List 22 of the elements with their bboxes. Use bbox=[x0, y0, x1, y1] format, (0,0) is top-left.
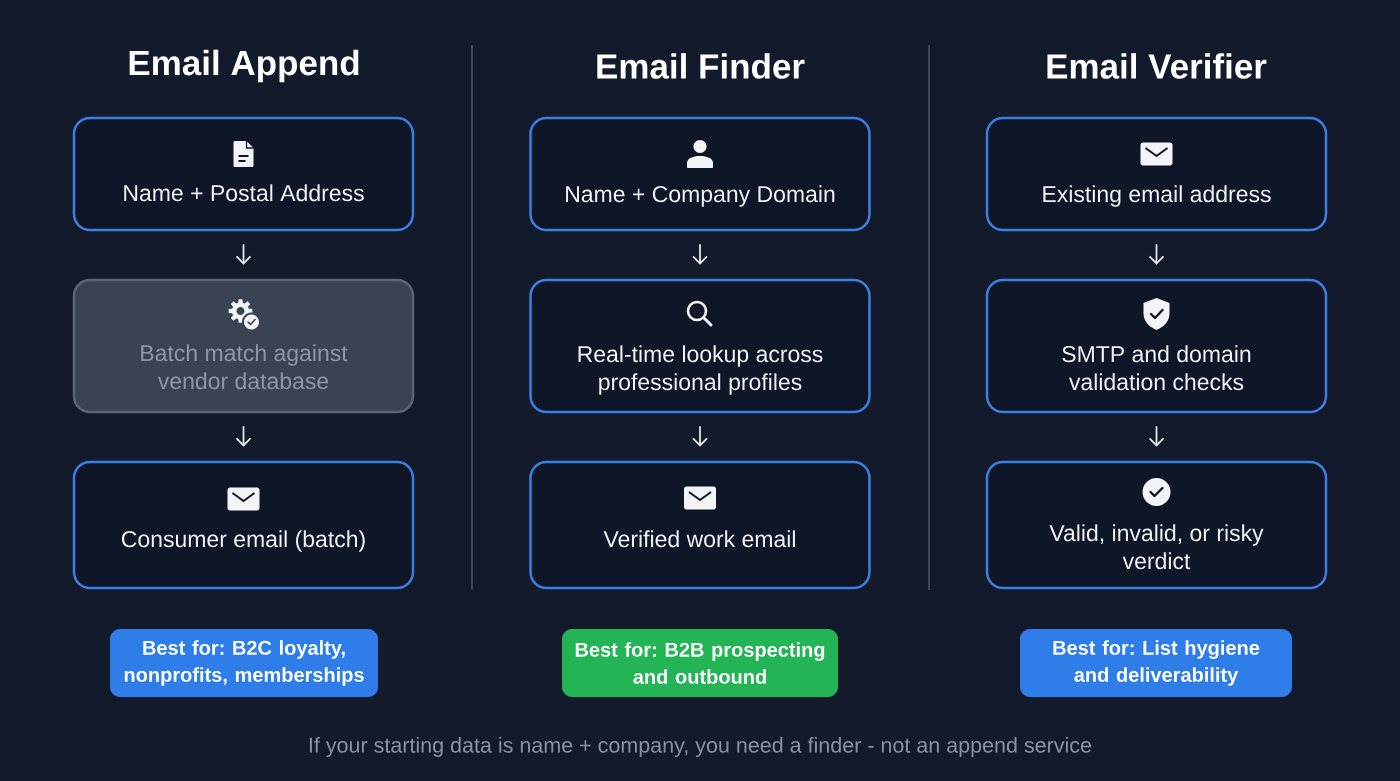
badge: Best for: List hygiene and deliverability bbox=[1020, 629, 1292, 697]
process-box: SMTP and domain validation checks bbox=[985, 278, 1328, 414]
process-box: Valid, invalid, or risky verdict bbox=[985, 460, 1328, 590]
process-box: Existing email address bbox=[985, 116, 1328, 232]
column-heading: Email Append bbox=[129, 49, 359, 83]
arrow bbox=[1148, 243, 1165, 265]
process-box: Name + Postal Address bbox=[72, 116, 415, 232]
column-heading: Email Finder bbox=[597, 53, 805, 79]
arrow bbox=[692, 425, 708, 447]
process-box: Real-time lookup across professional profiles bbox=[529, 278, 871, 414]
arrow bbox=[235, 425, 252, 447]
process-box: Name + Company Domain bbox=[529, 116, 871, 232]
process-box: Batch match against vendor database bbox=[72, 278, 415, 414]
arrow bbox=[1148, 425, 1165, 447]
column-heading: Email Verifier bbox=[1047, 53, 1267, 79]
process-box: Consumer email (batch) bbox=[72, 460, 415, 590]
process-box: Verified work email bbox=[529, 460, 871, 590]
footnote: If your starting data is name + company, you need a finder - not an append service bbox=[309, 737, 1092, 757]
badge: Best for: B2B prospecting and outbound bbox=[562, 629, 838, 697]
arrow bbox=[692, 243, 708, 265]
badge: Best for: B2C loyalty, nonprofits, memberships bbox=[110, 629, 378, 697]
arrow bbox=[235, 243, 252, 265]
